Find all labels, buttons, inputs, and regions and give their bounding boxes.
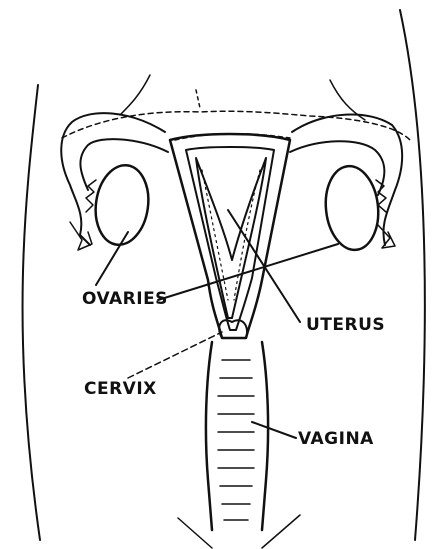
vagina-leader xyxy=(252,422,296,438)
left-ovary xyxy=(86,162,153,248)
right-fallopian-tube xyxy=(290,115,402,248)
right-ovary xyxy=(322,164,386,253)
left-fallopian-tube xyxy=(61,113,168,250)
uterus-label: UTERUS xyxy=(306,315,385,335)
ovaries-leader-left xyxy=(96,232,128,285)
uterus-leader xyxy=(228,210,300,322)
vaginal-rugae xyxy=(218,360,254,520)
ovaries-label: OVARIES xyxy=(82,289,168,309)
vagina xyxy=(178,342,300,548)
body-outline xyxy=(23,10,425,540)
uterus xyxy=(170,134,290,338)
vagina-label: VAGINA xyxy=(298,429,374,449)
cervix-label: CERVIX xyxy=(84,379,157,399)
